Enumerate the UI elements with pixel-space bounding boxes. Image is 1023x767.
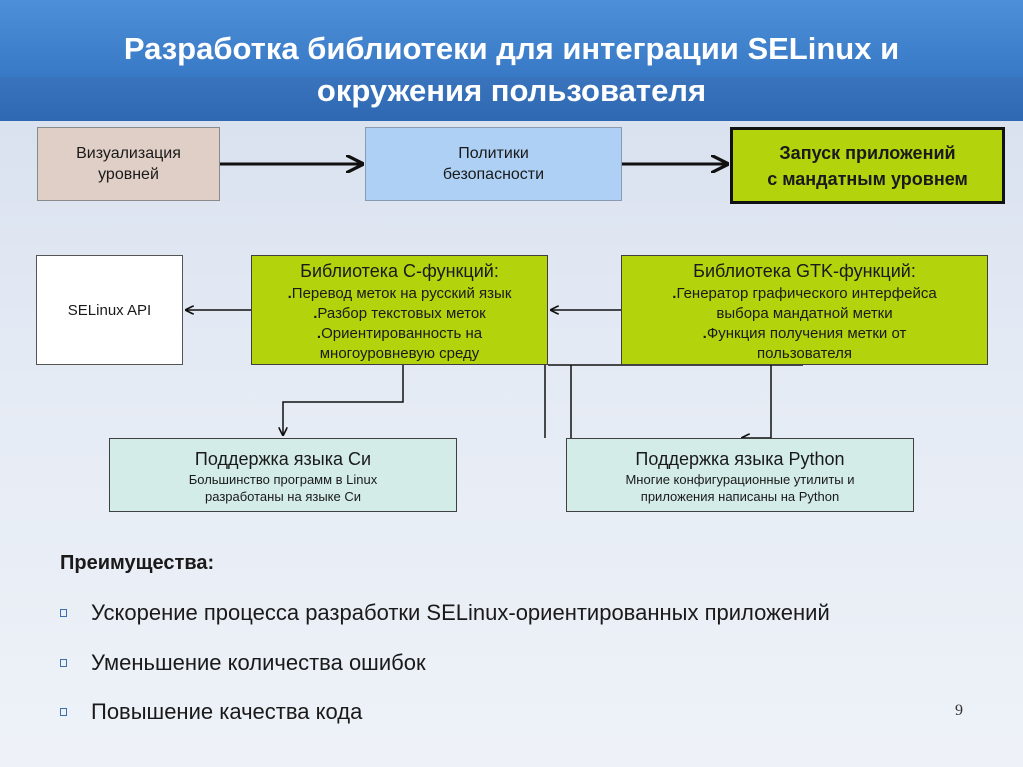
gtk-library-item-cont: выбора мандатной метки [716, 305, 893, 322]
advantage-item: Ускорение процесса разработки SELinux-ор… [60, 598, 830, 628]
policies-line-1: Политики [458, 145, 529, 162]
policies-box: Политики безопасности [365, 127, 622, 201]
advantage-text: Повышение качества кода [91, 699, 363, 724]
python-support-line-2: приложения написаны на Python [640, 489, 840, 504]
launch-apps-box: Запуск приложений с мандатным уровнем [730, 127, 1005, 204]
advantages-title: Преимущества: [60, 552, 215, 574]
title-line-2: окружения пользователя [316, 73, 707, 108]
visualization-line-2: уровней [98, 166, 159, 183]
advantage-text: Уменьшение количества ошибок [91, 650, 426, 675]
launch-line-1: Запуск приложений [779, 142, 956, 163]
c-library-box: Библиотека С-функций: .Перевод меток на … [251, 255, 548, 365]
visualization-line-1: Визуализация [76, 145, 181, 162]
python-support-box: Поддержка языка Python Многие конфигурац… [566, 438, 914, 512]
c-support-title: Поддержка языка Си [194, 449, 372, 469]
c-library-item: .Ориентированность на [316, 325, 483, 342]
c-library-item: .Разбор текстовых меток [313, 305, 486, 322]
bullet-icon [60, 708, 67, 716]
gtk-library-item-cont: пользователя [757, 345, 852, 362]
python-support-line-1: Многие конфигурационные утилиты и [625, 472, 855, 487]
advantage-item: Повышение качества кода [60, 697, 362, 727]
gtk-library-box: Библиотека GTK-функций: .Генератор графи… [621, 255, 988, 365]
arrow-clib-to-c-support [283, 365, 404, 435]
c-support-line-2: разработаны на языке Си [205, 489, 361, 504]
gtk-library-item: .Генератор графического интерфейса [672, 285, 937, 302]
c-library-item: .Перевод меток на русский язык [287, 285, 512, 302]
bullet-icon [60, 659, 67, 667]
policies-line-2: безопасности [442, 166, 545, 183]
selinux-api-label: SELinux API [67, 302, 152, 319]
arrow-gtk-to-python [742, 365, 772, 438]
advantage-item: Уменьшение количества ошибок [60, 648, 426, 678]
bullet-icon [60, 609, 67, 617]
page-title: Разработка библиотеки для интеграции SEL… [0, 28, 1023, 112]
header-band [0, 77, 1023, 121]
c-library-item-cont: многоуровневую среду [319, 345, 480, 362]
c-support-line-1: Большинство программ в Linux [188, 472, 378, 487]
selinux-api-box: SELinux API [36, 255, 183, 365]
python-support-title: Поддержка языка Python [635, 449, 845, 469]
title-line-1: Разработка библиотеки для интеграции SEL… [123, 31, 900, 66]
gtk-library-title: Библиотека GTK-функций: [693, 261, 916, 281]
c-library-title: Библиотека С-функций: [300, 261, 499, 281]
c-support-box: Поддержка языка Си Большинство программ … [109, 438, 457, 512]
gtk-library-item: .Функция получения метки от [702, 325, 907, 342]
header-bar: Разработка библиотеки для интеграции SEL… [0, 0, 1023, 121]
launch-line-2: с мандатным уровнем [767, 168, 968, 189]
advantage-text: Ускорение процесса разработки SELinux-ор… [91, 600, 830, 625]
page-number: 9 [955, 702, 963, 719]
visualization-box: Визуализация уровней [37, 127, 220, 201]
